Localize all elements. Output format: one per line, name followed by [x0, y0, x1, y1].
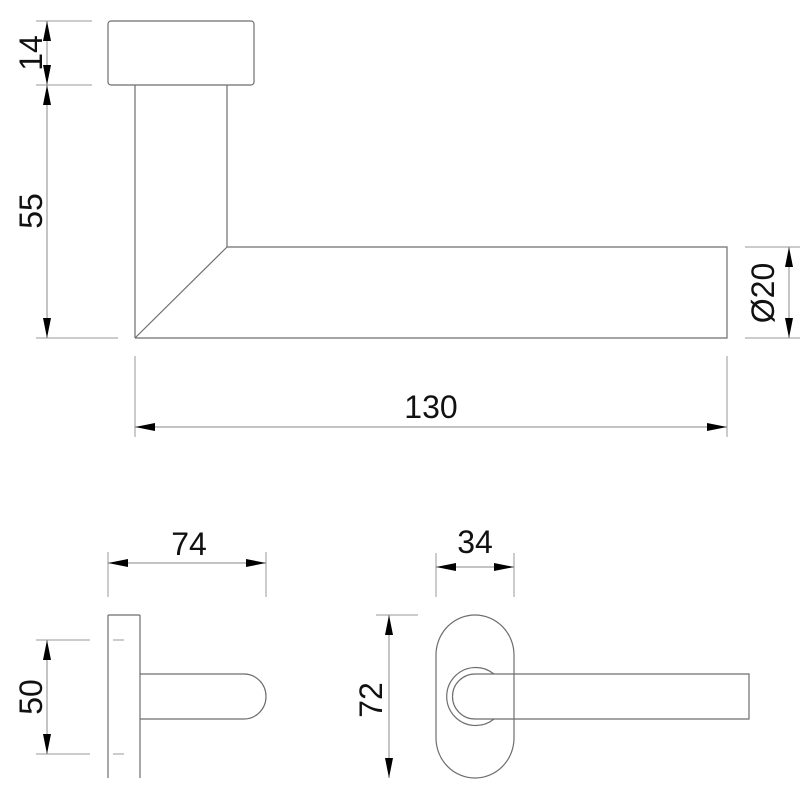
oval-rosette [435, 614, 515, 779]
lever-front-view [451, 673, 750, 720]
dim-label-lever-diameter: Ø20 [745, 263, 781, 323]
dim-label-rosette-height-oval: 72 [353, 682, 389, 718]
lever-body [135, 246, 728, 339]
rosette-side [107, 20, 255, 86]
bottom-left-view: 74 50 [13, 526, 267, 778]
lever-top-view [140, 673, 267, 720]
collar-ring [446, 666, 495, 727]
dim-label-projection: 74 [171, 526, 207, 562]
dim-label-rosette-diameter: 50 [13, 679, 49, 715]
bottom-right-view: 34 72 [353, 524, 750, 779]
side-view: 14 55 Ø20 130 [13, 20, 800, 437]
lever-chamfer [134, 246, 228, 339]
dim-label-overall-length: 130 [404, 389, 457, 425]
dim-label-neck-height: 55 [13, 193, 49, 229]
dim-label-rosette-width: 34 [457, 524, 493, 560]
dim-label-rosette-height: 14 [13, 35, 49, 71]
